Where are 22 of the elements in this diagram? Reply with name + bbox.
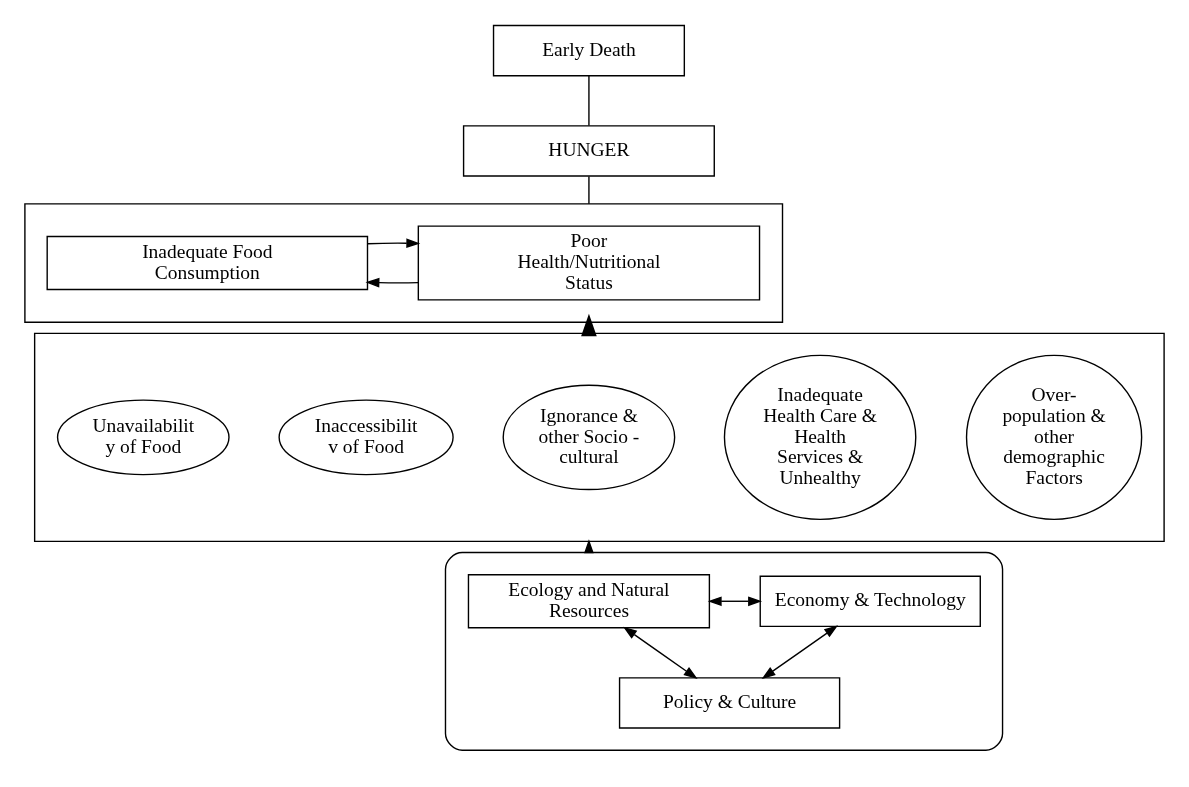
- arrow: [365, 277, 419, 288]
- node-circle: Over- population & other demographic Factors: [965, 354, 1143, 521]
- node-ellipse: Ignorance & other Socio - cultural: [502, 384, 676, 491]
- arrow: [623, 626, 698, 680]
- cluster: [444, 551, 1004, 751]
- connector: [588, 175, 590, 205]
- node-box: Poor Health/Nutritional Status: [417, 225, 761, 301]
- node-box: Ecology and Natural Resources: [467, 574, 711, 629]
- node-box: Early Death: [492, 24, 686, 77]
- node-box: Economy & Technology: [759, 575, 981, 628]
- node-box: HUNGER: [462, 125, 715, 177]
- cluster: [24, 203, 784, 323]
- node-ellipse: Inaccessibilit v of Food: [278, 399, 454, 476]
- arrow: [366, 238, 421, 249]
- node-box: Inadequate Food Consumption: [46, 235, 369, 291]
- arrow: [761, 625, 839, 680]
- arrow: [707, 596, 763, 607]
- node-box: Policy & Culture: [618, 677, 841, 729]
- connector: [588, 75, 590, 127]
- cluster: [33, 332, 1165, 543]
- node-ellipse: Unavailabilit y of Food: [56, 399, 230, 476]
- node-ellipse: Inadequate Health Care & Health Services & Unhealthy: [723, 354, 917, 521]
